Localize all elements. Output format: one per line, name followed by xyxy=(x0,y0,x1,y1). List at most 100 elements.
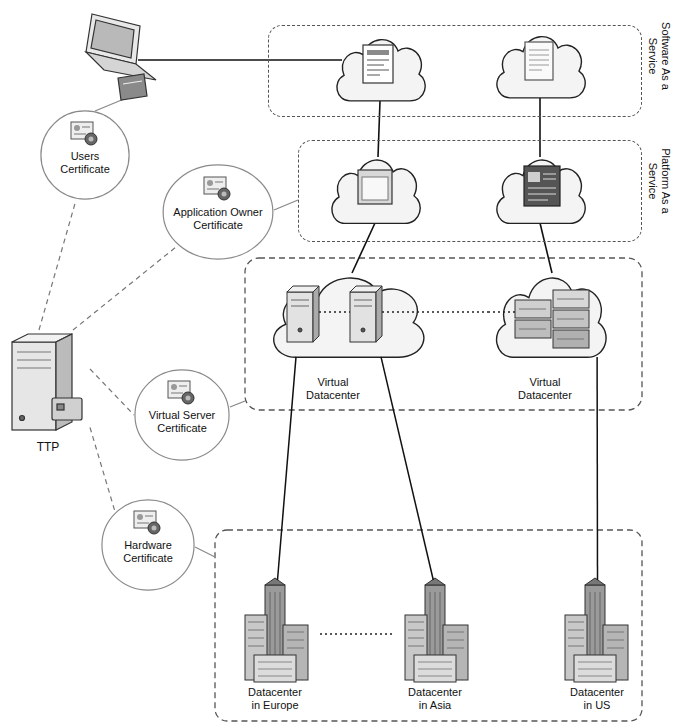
label-holder: Datacenter in Asia xyxy=(403,686,467,712)
label-holder: Software As a Service xyxy=(646,16,672,96)
datacenter: Datacenter in Europe xyxy=(235,580,320,715)
connector xyxy=(90,428,115,512)
application-icon xyxy=(528,200,548,201)
certificate-icon xyxy=(145,516,153,517)
label-holder: Users Certificate xyxy=(46,150,124,176)
certificate-icon xyxy=(133,510,163,536)
document-icon xyxy=(367,75,380,76)
layer-band xyxy=(215,258,642,721)
server-rack xyxy=(557,299,584,300)
server-rack xyxy=(519,309,546,310)
connector xyxy=(39,200,76,330)
ttp-server xyxy=(17,367,51,368)
certificate-icon xyxy=(85,133,97,145)
certificate-icon xyxy=(179,386,187,387)
label-holder: Datacenter in Europe xyxy=(243,686,307,712)
server-icon xyxy=(291,306,309,307)
certificate-icon xyxy=(171,393,183,394)
document-icon xyxy=(529,70,542,71)
connection-line xyxy=(352,223,375,273)
certificate-icon xyxy=(182,392,194,404)
document-icon xyxy=(529,60,549,61)
application-icon xyxy=(528,194,556,195)
datacenter-building xyxy=(565,578,628,682)
laptop xyxy=(118,74,147,100)
document-icon xyxy=(363,42,553,83)
cloud xyxy=(332,160,420,223)
document-icon xyxy=(529,50,549,51)
server-rack xyxy=(553,310,589,328)
virtual-datacenter: Virtual Datacenter xyxy=(262,263,432,403)
server-icon xyxy=(287,292,313,342)
connector xyxy=(278,357,297,580)
server-rack xyxy=(557,319,584,320)
document-icon xyxy=(525,42,553,80)
certificate-circle: Virtual Server Certificate xyxy=(134,369,230,461)
leader-line xyxy=(195,547,215,557)
server-rack xyxy=(515,300,551,318)
connection-line xyxy=(378,101,380,157)
node-label: Virtual Datacenter xyxy=(301,376,365,402)
leader-line xyxy=(274,200,298,210)
ttp-server xyxy=(12,334,82,430)
leader-line xyxy=(95,99,124,111)
certificate-icon xyxy=(82,127,90,128)
label-holder: Hardware Certificate xyxy=(107,539,189,565)
document-icon xyxy=(367,60,389,61)
server-icon xyxy=(354,300,372,301)
application-icon xyxy=(524,166,560,206)
application-icon xyxy=(358,166,560,206)
datacenter-building xyxy=(245,578,628,682)
application-icon xyxy=(358,170,392,204)
application-icon xyxy=(543,174,556,175)
node-label: Platform As a Service xyxy=(646,141,672,221)
node-label: Users Certificate xyxy=(46,150,124,176)
ttp-server xyxy=(17,351,51,352)
certificate-icon xyxy=(207,180,213,186)
connection-line xyxy=(539,98,541,157)
document-icon xyxy=(529,65,549,66)
node-label: Hardware Certificate xyxy=(107,539,189,565)
server-rack xyxy=(515,320,551,338)
label-holder: Platform As a Service xyxy=(646,141,672,221)
leader-line xyxy=(230,401,245,407)
connector xyxy=(73,246,178,330)
certificate-circle: Application Owner Certificate xyxy=(162,164,274,260)
server-icon xyxy=(376,286,382,342)
label-holder: Virtual Datacenter xyxy=(301,376,365,402)
certificate-icon xyxy=(74,134,86,135)
certificate-icon xyxy=(137,514,143,520)
server-rack xyxy=(553,290,589,308)
cloud xyxy=(274,37,606,358)
certificate-circle: Users Certificate xyxy=(40,110,130,200)
application-icon xyxy=(528,188,556,189)
document-icon xyxy=(367,50,389,55)
node-label: Datacenter in US xyxy=(565,686,629,712)
server-icon xyxy=(291,300,309,301)
dotted-link xyxy=(319,311,350,313)
certificate-icon xyxy=(148,522,160,534)
certificate-icon xyxy=(89,137,94,142)
connector xyxy=(596,357,598,580)
certificate-icon xyxy=(186,396,191,401)
ttp-server: TTP xyxy=(5,330,90,460)
certificate-icon xyxy=(218,188,230,200)
laptop xyxy=(91,20,134,58)
laptop xyxy=(86,52,156,80)
node-label: Datacenter in Asia xyxy=(403,686,467,712)
dotted-link xyxy=(319,311,515,313)
label-holder: TTP xyxy=(28,440,68,454)
application-icon xyxy=(528,172,540,182)
connector xyxy=(90,369,134,415)
server-rack xyxy=(515,290,589,348)
dotted-link xyxy=(382,311,432,313)
certificate-icon xyxy=(207,189,219,190)
certificate-icon xyxy=(167,380,197,406)
node-label: Software As a Service xyxy=(646,16,672,96)
connection-line xyxy=(540,223,552,273)
label-holder: Virtual Server Certificate xyxy=(140,409,224,435)
node-label: Application Owner Certificate xyxy=(168,206,268,232)
